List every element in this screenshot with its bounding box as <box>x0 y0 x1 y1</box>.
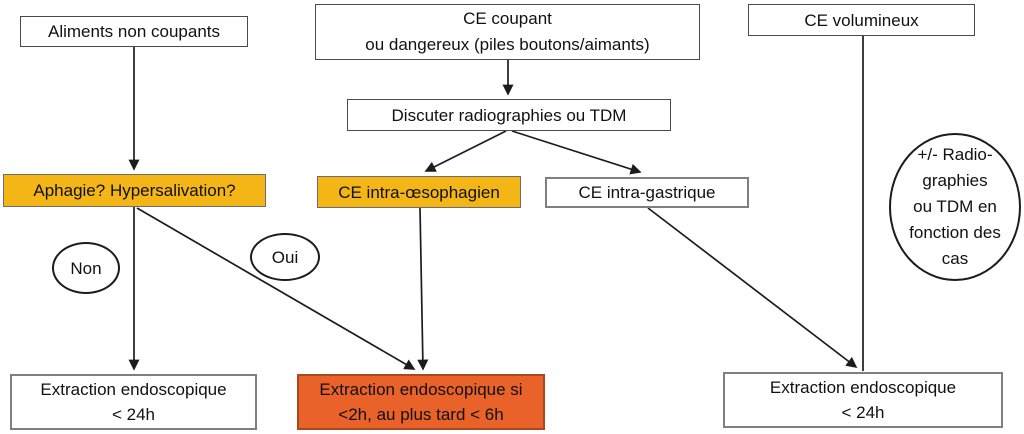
node-extraction-24h-gauche: Extraction endoscopique < 24h <box>10 374 257 430</box>
note-radiographies-tdm-ellipse: +/- Radio- graphies ou TDM en fonction d… <box>889 133 1021 281</box>
node-ce-intra-gastrique: CE intra-gastrique <box>545 177 749 208</box>
arrow-aphagie-oui-to-extraction-centre <box>136 207 416 370</box>
node-ce-volumineux: CE volumineux <box>748 4 975 36</box>
node-aliments-non-coupants: Aliments non coupants <box>20 16 248 47</box>
arrow-oesophagien-to-extraction-centre <box>417 207 429 371</box>
node-discuter-radiographies: Discuter radiographies ou TDM <box>347 99 671 131</box>
label-non-ellipse: Non <box>52 242 120 294</box>
arrow-gastrique-to-extraction-droite <box>647 207 858 369</box>
node-aphagie-hypersalivation: Aphagie? Hypersalivation? <box>3 174 266 207</box>
arrow-discuter-to-oesophagien <box>424 130 507 172</box>
node-extraction-24h-droite: Extraction endoscopique < 24h <box>723 372 1003 428</box>
arrow-discuter-to-gastrique <box>511 130 642 175</box>
node-ce-coupant-dangereux: CE coupant ou dangereux (piles boutons/a… <box>315 4 700 60</box>
node-extraction-urgente-2h-6h: Extraction endoscopique si <2h, au plus … <box>297 374 545 430</box>
label-oui-ellipse: Oui <box>250 233 320 281</box>
node-ce-intra-oesophagien: CE intra-œsophagien <box>317 176 521 208</box>
